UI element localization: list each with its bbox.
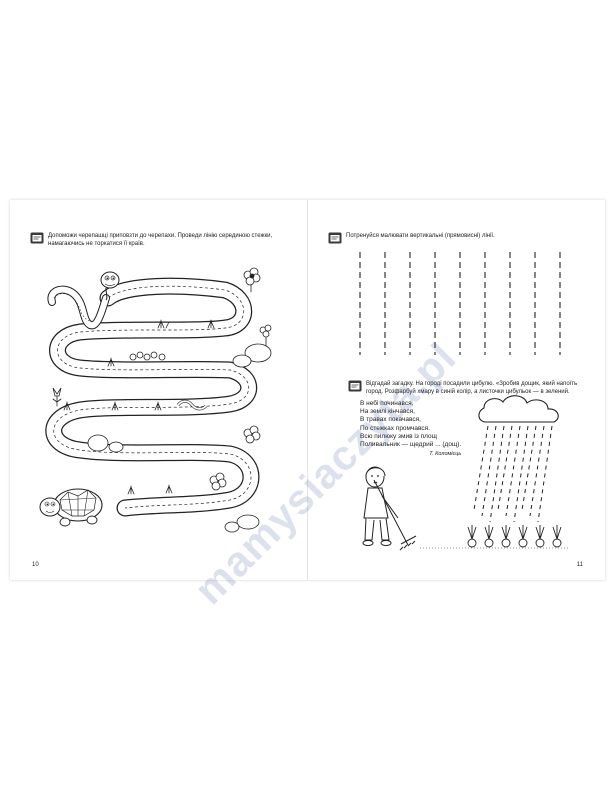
right-task-2-text: Відгадай загадку. На городі посадили циб… bbox=[366, 381, 578, 395]
rain-drop-line[interactable] bbox=[521, 425, 537, 511]
onion bbox=[484, 525, 494, 548]
poem-line: В небі починався, bbox=[360, 400, 414, 407]
right-page-number: 11 bbox=[576, 562, 583, 568]
left-page: Допоможи черепашці приповзти до черепахи… bbox=[10, 200, 307, 580]
rain-drop-line[interactable] bbox=[537, 425, 553, 523]
left-task: Допоможи черепашці приповзти до черепахи… bbox=[30, 232, 295, 248]
rain-drop-line[interactable] bbox=[513, 425, 529, 523]
rain-drop-line[interactable] bbox=[481, 425, 497, 517]
rain-drop-line[interactable] bbox=[505, 425, 521, 517]
poem-author: Т. Коломієць bbox=[429, 451, 462, 458]
girl-with-rake bbox=[362, 466, 417, 551]
poem-line: Поливальник — щедрий ... (дощ). bbox=[360, 441, 462, 449]
snake-drawing bbox=[47, 271, 120, 330]
maze-decorations bbox=[52, 267, 272, 533]
task-icon bbox=[328, 232, 342, 244]
rain-drop-line[interactable] bbox=[489, 425, 505, 523]
task-icon bbox=[348, 380, 362, 392]
right-task-1-text: Потренуйся малювати вертикальні (прямови… bbox=[346, 233, 495, 239]
turtle-drawing bbox=[39, 488, 103, 527]
left-task-text: Допоможи черепашці приповзти до черепахи… bbox=[48, 233, 273, 247]
onion bbox=[535, 525, 545, 548]
rain-drop-line[interactable] bbox=[529, 425, 545, 517]
rain-cloud[interactable] bbox=[308, 200, 605, 580]
left-page-number: 10 bbox=[32, 562, 39, 568]
right-task-2: Відгадай загадку. На городі посадили циб… bbox=[348, 380, 588, 396]
poem-line: В травах покачався, bbox=[360, 416, 421, 424]
poem-line: На землі кінчався, bbox=[360, 408, 415, 416]
riddle-poem: В небі починався, На землі кінчався, В т… bbox=[360, 400, 461, 458]
onion bbox=[518, 525, 528, 548]
right-page: Потренуйся малювати вертикальні (прямови… bbox=[308, 200, 605, 580]
onion-row bbox=[420, 525, 568, 549]
book-spread: Допоможи черепашці приповзти до черепахи… bbox=[10, 200, 605, 613]
rain-drop-line[interactable] bbox=[473, 425, 489, 511]
rain-drop-line[interactable] bbox=[497, 425, 513, 511]
page-gutter bbox=[307, 200, 308, 580]
poem-line: Всю пилюку змив із площ bbox=[360, 432, 437, 440]
task-icon bbox=[30, 232, 44, 244]
right-task-1: Потренуйся малювати вертикальні (прямови… bbox=[328, 232, 593, 244]
onion bbox=[467, 525, 477, 548]
onion bbox=[552, 525, 562, 548]
vertical-dash-lines[interactable] bbox=[308, 200, 605, 580]
poem-line: По стежках промчався. bbox=[360, 424, 430, 432]
maze-path[interactable] bbox=[10, 200, 307, 580]
onion bbox=[501, 525, 511, 548]
